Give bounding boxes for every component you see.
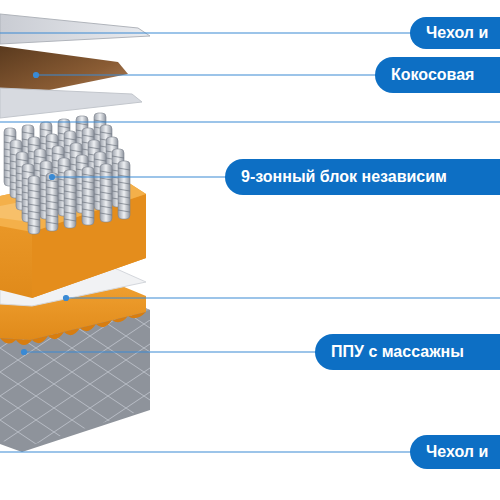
callout-pill: ППУ с массажны bbox=[315, 334, 500, 370]
callout-text: ППУ с массажны bbox=[331, 343, 464, 361]
callout-pill: Чехол и bbox=[410, 17, 500, 49]
callout-text: Кокосовая bbox=[391, 66, 474, 84]
callout-text: Чехол и bbox=[426, 443, 488, 461]
callout-pill: 9-зонный блок независим bbox=[225, 159, 500, 195]
callout-pill: Кокосовая bbox=[375, 57, 500, 93]
callout-pill: Чехол и bbox=[410, 435, 500, 469]
callout-text: 9-зонный блок независим bbox=[241, 168, 447, 186]
spring-block bbox=[4, 113, 130, 234]
callout-text: Чехол и bbox=[426, 24, 488, 42]
